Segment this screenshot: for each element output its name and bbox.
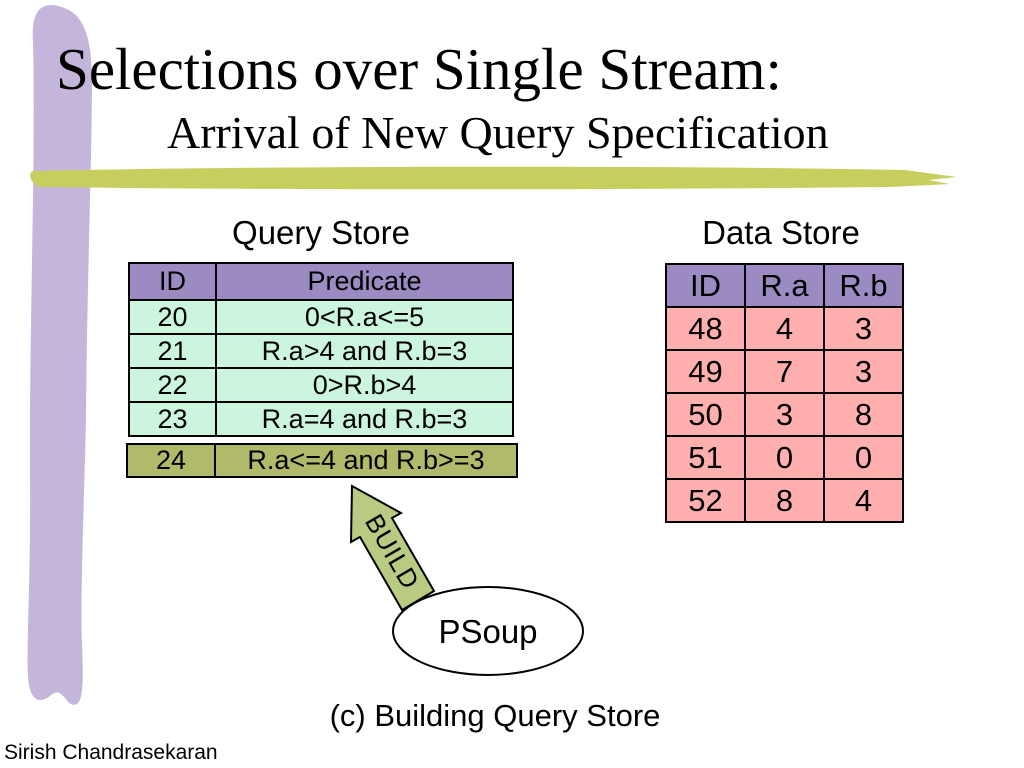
- table-row: 22 0>R.b>4: [128, 367, 514, 403]
- psoup-label: PSoup: [438, 613, 538, 650]
- query-id-cell: 23: [128, 401, 217, 437]
- table-row: 23 R.a=4 and R.b=3: [128, 401, 514, 437]
- data-store-header-rb: R.b: [823, 263, 904, 308]
- data-cell: 50: [665, 392, 746, 437]
- data-cell: 3: [823, 306, 904, 351]
- build-arrow-label: BUILD: [359, 508, 426, 595]
- title-underline-marker: [30, 166, 957, 190]
- data-cell: 8: [744, 478, 825, 523]
- query-store-label: Query Store: [232, 214, 410, 251]
- query-store-header-id: ID: [128, 262, 217, 301]
- data-cell: 52: [665, 478, 746, 523]
- query-predicate-cell: 0>R.b>4: [215, 367, 514, 403]
- query-predicate-cell: R.a>4 and R.b=3: [215, 333, 514, 369]
- table-row: 52 8 4: [665, 478, 904, 523]
- query-id-cell: 22: [128, 367, 217, 403]
- data-cell: 0: [744, 435, 825, 480]
- new-query-row-table: 24 R.a<=4 and R.b>=3: [126, 443, 518, 478]
- data-cell: 49: [665, 349, 746, 394]
- data-store-table: ID R.a R.b 48 4 3 49 7 3 50 3 8 51: [665, 263, 904, 523]
- data-store-label: Data Store: [702, 214, 860, 251]
- query-predicate-cell: R.a=4 and R.b=3: [215, 401, 514, 437]
- data-cell: 51: [665, 435, 746, 480]
- table-row: 51 0 0: [665, 435, 904, 480]
- query-id-cell: 20: [128, 299, 217, 335]
- query-store-table: ID Predicate 20 0<R.a<=5 21 R.a>4 and R.…: [128, 262, 514, 437]
- author-credit: Sirish Chandrasekaran: [4, 741, 218, 764]
- data-cell: 8: [823, 392, 904, 437]
- data-store-header-ra: R.a: [744, 263, 825, 308]
- query-store-header-predicate: Predicate: [215, 262, 514, 301]
- data-cell: 48: [665, 306, 746, 351]
- data-cell: 4: [823, 478, 904, 523]
- data-cell: 3: [823, 349, 904, 394]
- table-row: 48 4 3: [665, 306, 904, 351]
- data-cell: 7: [744, 349, 825, 394]
- table-row: 21 R.a>4 and R.b=3: [128, 333, 514, 369]
- new-query-id-cell: 24: [126, 443, 216, 478]
- new-query-row: 24 R.a<=4 and R.b>=3: [126, 443, 518, 478]
- table-row: 49 7 3: [665, 349, 904, 394]
- slide-title-line1: Selections over Single Stream:: [56, 36, 782, 102]
- data-cell: 0: [823, 435, 904, 480]
- slide-title-line2: Arrival of New Query Specification: [167, 107, 829, 158]
- left-brush-bar: [27, 5, 93, 705]
- data-cell: 4: [744, 306, 825, 351]
- query-store-header-row: ID Predicate: [128, 262, 514, 301]
- data-store-header-id: ID: [665, 263, 746, 308]
- new-query-predicate-cell: R.a<=4 and R.b>=3: [214, 443, 518, 478]
- data-cell: 3: [744, 392, 825, 437]
- query-id-cell: 21: [128, 333, 217, 369]
- table-row: 50 3 8: [665, 392, 904, 437]
- table-row: 20 0<R.a<=5: [128, 299, 514, 335]
- query-predicate-cell: 0<R.a<=5: [215, 299, 514, 335]
- slide-caption: (c) Building Query Store: [329, 698, 661, 733]
- data-store-header-row: ID R.a R.b: [665, 263, 904, 308]
